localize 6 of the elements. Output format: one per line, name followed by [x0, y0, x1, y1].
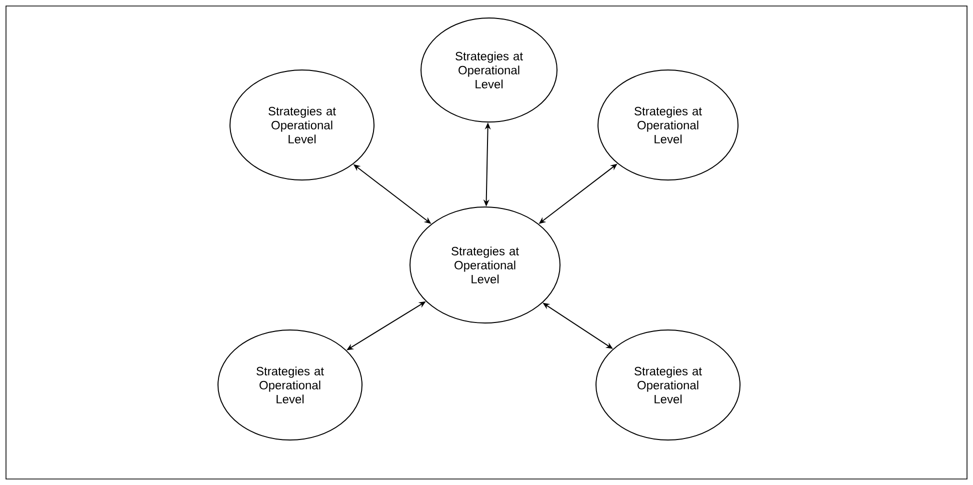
ellipse-node: Strategies at Operational Level: [598, 70, 739, 180]
ellipse-node: Strategies at Operational Level: [230, 70, 374, 180]
ellipse-node: Strategies at Operational Level: [218, 330, 362, 440]
ellipse-node: Strategies at Operational Level: [420, 18, 558, 122]
ellipse-node: Strategies at Operational Level: [596, 330, 740, 440]
ellipse-node: Strategies at Operational Level: [410, 206, 560, 324]
